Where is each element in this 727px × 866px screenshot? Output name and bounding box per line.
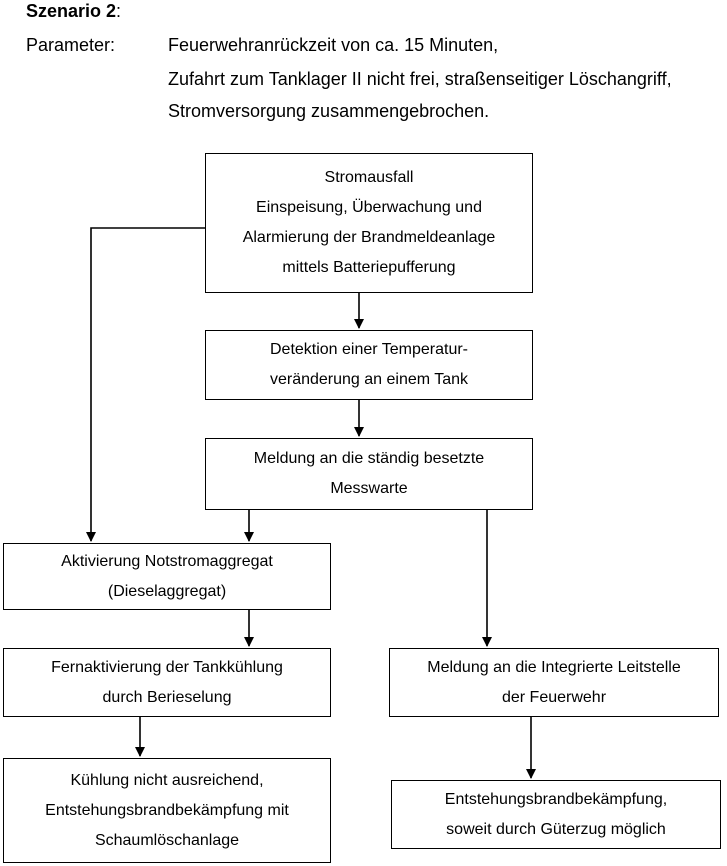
- box-detection-line: Detektion einer Temperatur-: [269, 341, 469, 358]
- box-control-room: Meldung an die ständig besetzte Messwart…: [205, 438, 533, 510]
- box-fire-dispatch-line: Meldung an die Integrierte Leitstelle: [427, 658, 681, 676]
- scenario-colon: :: [116, 1, 122, 21]
- box-control-room-line: Messwarte: [330, 480, 408, 497]
- box-train-fighting-line: soweit durch Güterzug möglich: [446, 820, 666, 838]
- box-power-failure-line: mittels Batteriepufferung: [282, 259, 456, 276]
- scenario-title: Szenario 2:: [26, 0, 121, 22]
- box-tank-cooling: Fernaktivierung der Tankkühlung durch Be…: [3, 648, 331, 717]
- box-detection-line: veränderung an einem Tank: [269, 371, 469, 388]
- box-power-failure-line: Einspeisung, Überwachung und: [256, 199, 482, 216]
- box-power-failure-line: Alarmierung der Brandmeldeanlage: [242, 229, 496, 246]
- parameter-line-access: Zufahrt zum Tanklager II nicht frei, str…: [168, 69, 672, 89]
- box-detection: Detektion einer Temperatur- veränderung …: [205, 330, 533, 400]
- box-fire-dispatch-line: der Feuerwehr: [501, 688, 607, 706]
- box-foam-system-line: Schaumlöschanlage: [94, 831, 240, 849]
- parameter-label: Parameter:: [26, 35, 116, 55]
- parameter-line-response-time: Feuerwehranrückzeit von ca. 15 Minuten,: [168, 35, 499, 55]
- box-power-failure: Stromausfall Einspeisung, Überwachung un…: [205, 153, 533, 293]
- box-fire-dispatch: Meldung an die Integrierte Leitstelle de…: [389, 648, 719, 717]
- box-foam-system-line: Entstehungsbrandbekämpfung mit: [45, 801, 289, 819]
- box-generator-line: (Dieselaggregat): [107, 582, 227, 600]
- parameter-line-power: Stromversorgung zusammengebrochen.: [168, 101, 490, 121]
- box-generator-line: Aktivierung Notstromaggregat: [61, 552, 273, 570]
- box-foam-system-line: Kühlung nicht ausreichend,: [70, 771, 264, 789]
- box-generator: Aktivierung Notstromaggregat (Dieselaggr…: [3, 543, 331, 610]
- box-tank-cooling-line: Fernaktivierung der Tankkühlung: [51, 658, 283, 676]
- box-foam-system: Kühlung nicht ausreichend, Entstehungsbr…: [3, 758, 331, 863]
- box-tank-cooling-line: durch Berieselung: [102, 688, 232, 706]
- box-train-fighting: Entstehungsbrandbekämpfung, soweit durch…: [391, 780, 721, 849]
- box-train-fighting-line: Entstehungsbrandbekämpfung,: [444, 790, 668, 808]
- box-control-room-line: Meldung an die ständig besetzte: [253, 450, 485, 467]
- scenario-label: Szenario 2: [26, 1, 117, 21]
- box-power-failure-line: Stromausfall: [324, 169, 414, 186]
- arrow-power-to-generator: [86, 227, 205, 542]
